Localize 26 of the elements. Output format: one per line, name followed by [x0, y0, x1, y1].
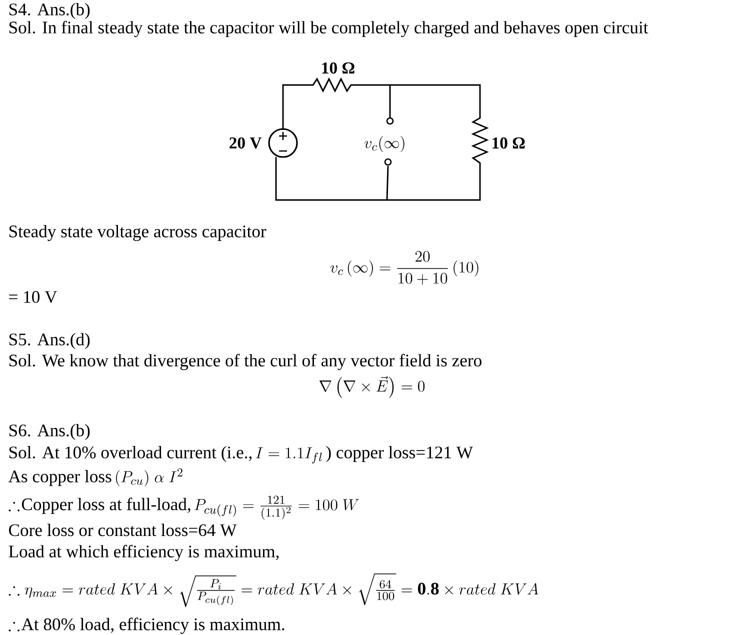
line: Sol. At 10% overload current (i.e.,: [9, 446, 252, 462]
line: Sol. We know that divergence of the curl of any vector field is zero: [9, 354, 482, 370]
equation: $\nabla\left(\nabla\times\vec{E}\right) = 0$: [320, 376, 425, 398]
line: S5. Ans.(d): [9, 333, 90, 349]
line: Sol. In final steady state the capacitor will be completely charged and behaves open circuit: [9, 20, 648, 38]
line: Core loss or constant loss=64 W: [9, 524, 237, 536]
equation: $v_c\,(\infty) = \frac{20}{10+10}\,(10)$: [330, 251, 478, 285]
equation: $\therefore\eta_{max} = rated\ KVA\times\sqrt{\frac{P_i}{P_{cu(fl)}}} = rated\ KVA\times\sqrt{\frac{64}{100}} = \mathbf{0.8}\times rated\ KVA$: [8, 574, 538, 608]
component-label: 20 V: [230, 137, 262, 149]
equation: $P_{cu(fl)} = \frac{121}{(1.1)^{2}} = 100\ W$: [194, 496, 359, 520]
line: As copper loss: [8, 470, 112, 486]
line: Load at which efficiency is maximum,: [8, 544, 279, 562]
therefore-sign: $\therefore$: [8, 622, 20, 632]
line: Copper loss at full-load,: [22, 498, 190, 514]
equation: $(P_{cu})\ \alpha\ I^{2}$: [116, 468, 182, 486]
line: Steady state voltage across capacitor: [9, 225, 266, 241]
voltage-label: $v_{c}(\infty)$: [364, 136, 404, 152]
line: = 10 V: [9, 291, 58, 303]
equation: $I = 1.1I_{fl}$: [256, 447, 322, 464]
component-label: 10 Ω: [492, 137, 525, 149]
therefore-sign: $\therefore$: [8, 502, 20, 512]
line: At 80% load, efficiency is maximum.: [21, 618, 284, 634]
line: S4. Ans.(b): [9, 3, 90, 19]
line: ) copper loss=121 W: [326, 446, 473, 462]
component-label: 10 Ω: [322, 62, 354, 74]
line: S6. Ans.(b): [9, 424, 90, 440]
